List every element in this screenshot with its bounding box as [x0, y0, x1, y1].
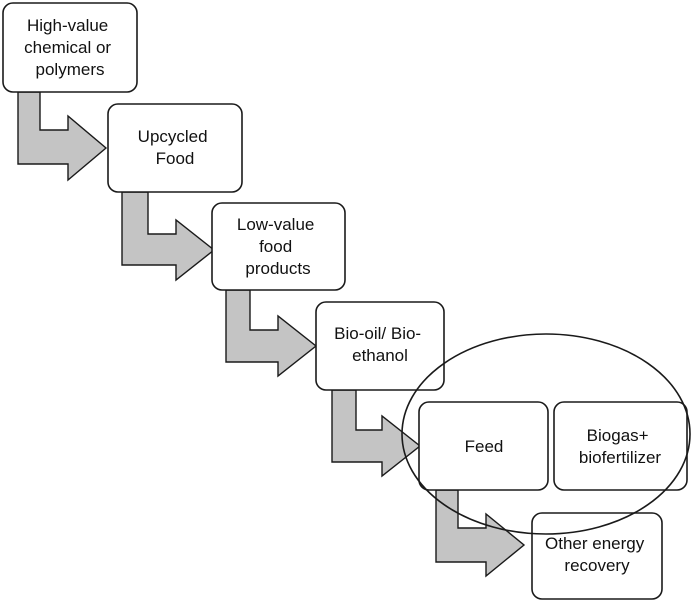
box-high-value: High-value chemical or polymers [2, 2, 138, 93]
box-low-value: Low-value food products [211, 202, 346, 291]
box-biogas: Biogas+ biofertilizer [553, 401, 688, 491]
box-high-value-label: High-value chemical or polymers [24, 16, 116, 79]
arrow-low-value-to-bio-oil [225, 289, 318, 378]
box-energy-label: Other energy recovery [545, 534, 649, 575]
box-upcycled-food-label: Upcycled Food [138, 127, 213, 168]
box-biogas-label: Biogas+ biofertilizer [579, 426, 662, 467]
grouping-ellipse [401, 333, 691, 535]
box-energy: Other energy recovery [531, 512, 663, 600]
arrow-upcycled-to-low-value [121, 191, 216, 282]
arrows [17, 91, 526, 578]
box-low-value-label: Low-value food products [237, 215, 319, 278]
box-feed: Feed [418, 401, 549, 491]
arrow-high-value-to-upcycled [17, 91, 108, 182]
box-bio-oil: Bio-oil/ Bio- ethanol [315, 301, 445, 391]
arrow-bio-oil-to-feed [331, 389, 422, 478]
box-upcycled-food: Upcycled Food [107, 103, 243, 193]
box-bio-oil-label: Bio-oil/ Bio- ethanol [334, 324, 426, 365]
box-feed-label: Feed [465, 437, 504, 456]
arrow-feed-to-energy [435, 489, 526, 578]
